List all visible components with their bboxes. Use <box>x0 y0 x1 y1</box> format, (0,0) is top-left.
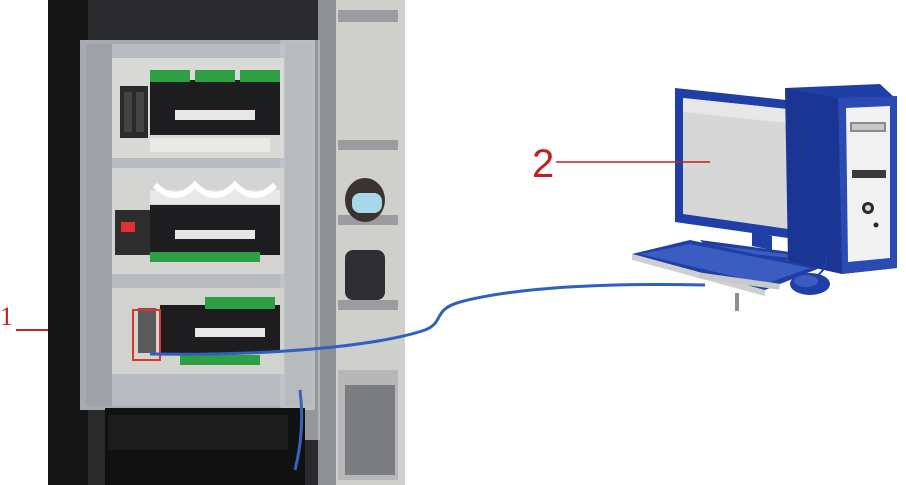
network-cable <box>149 282 706 356</box>
control-cabinet-photo <box>48 0 405 485</box>
computer-label: 2 <box>532 142 555 186</box>
desktop-computer-icon <box>632 84 897 311</box>
cabinet-label: 1 <box>0 302 13 331</box>
